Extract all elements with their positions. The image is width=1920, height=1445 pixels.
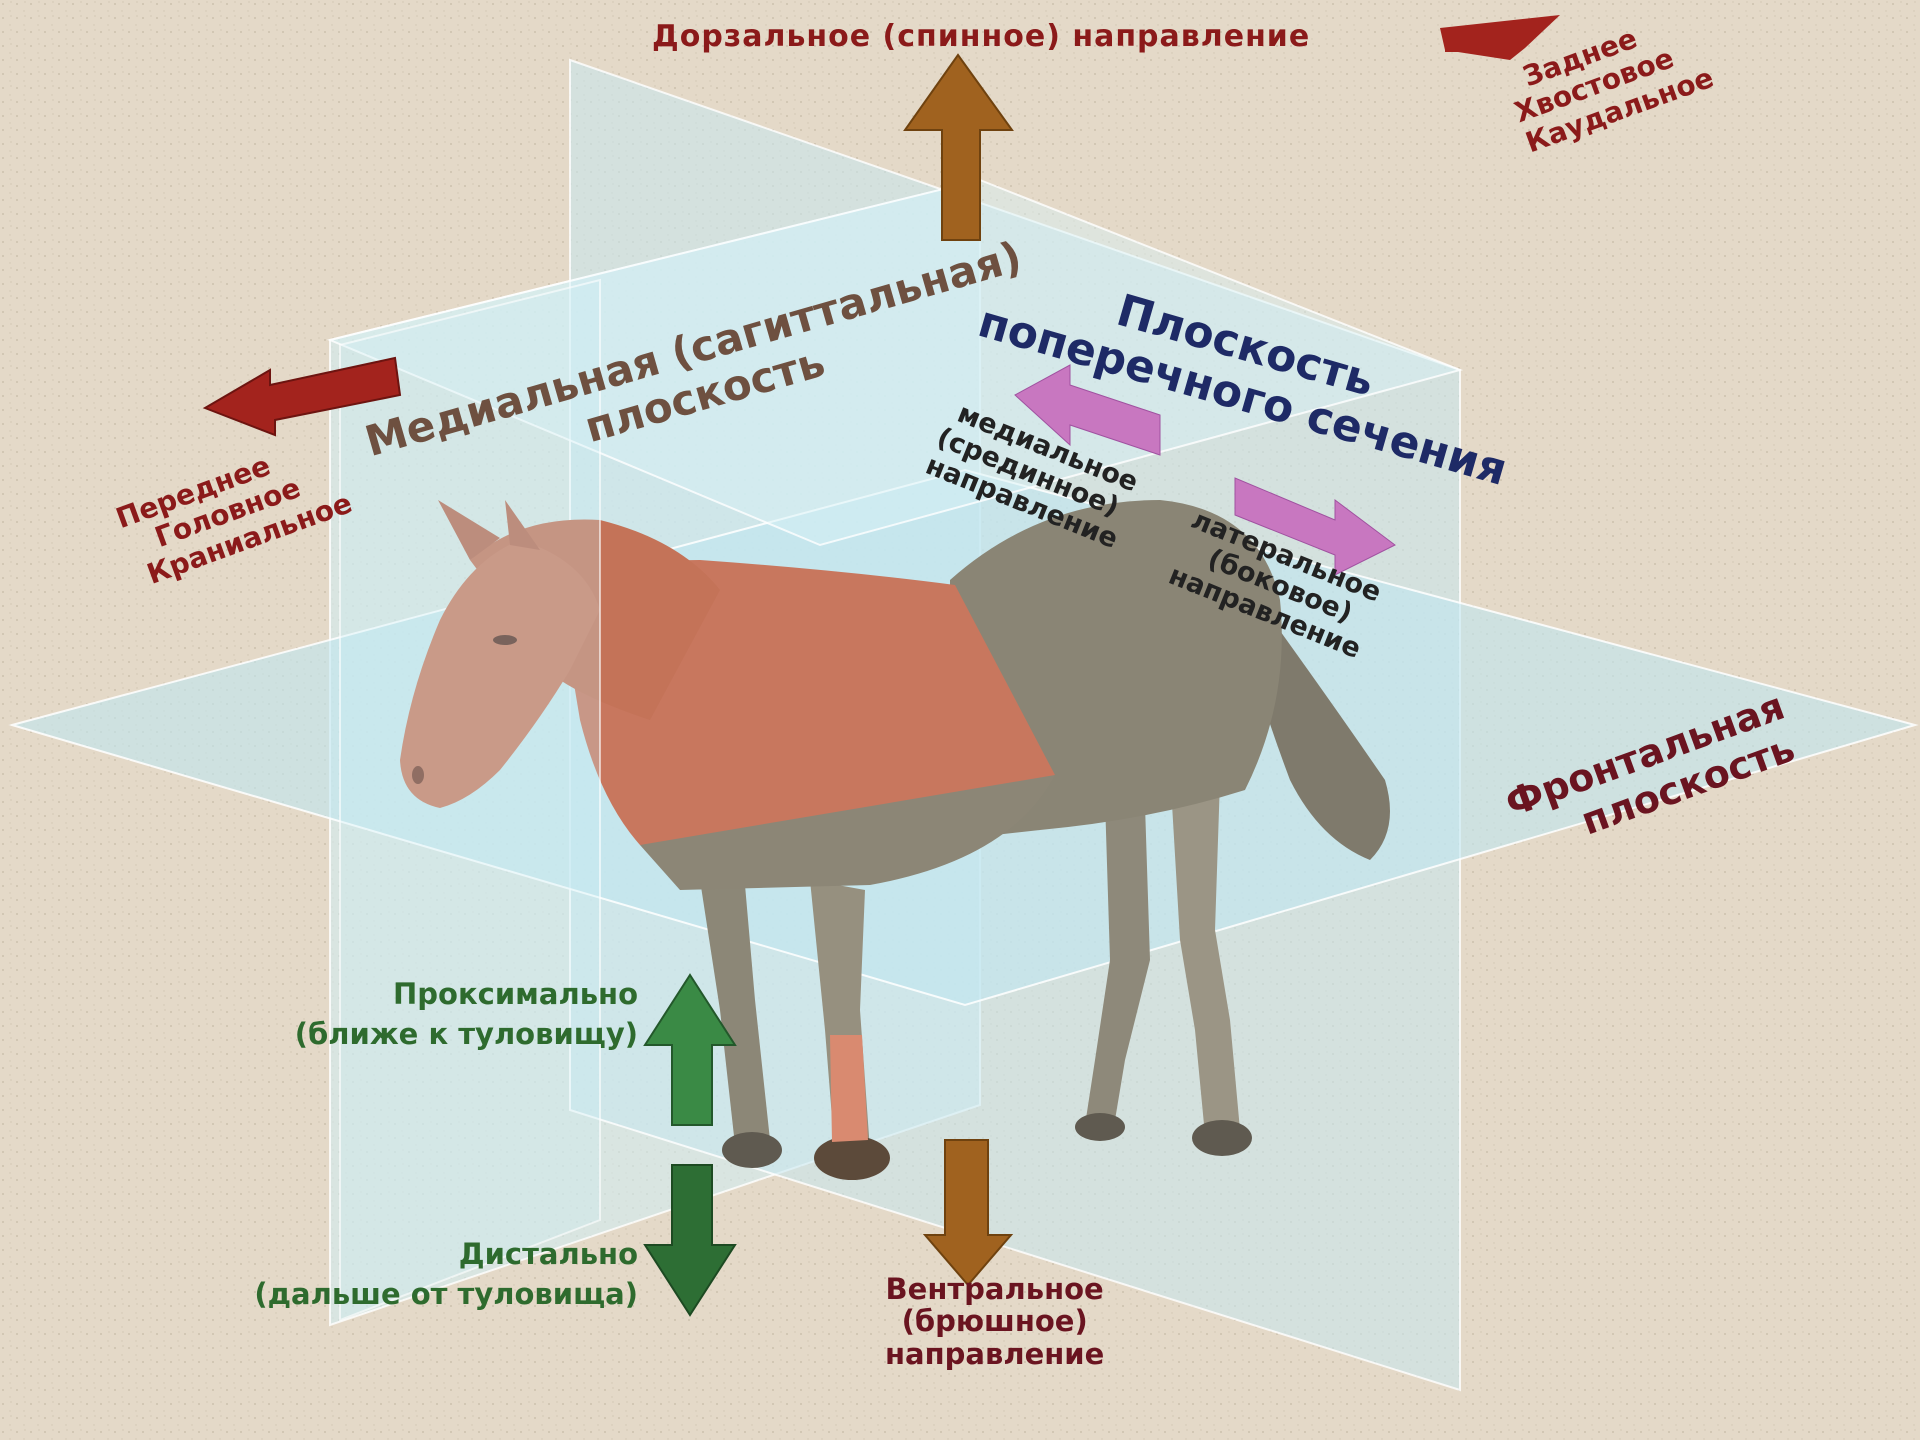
label-proximal-line-2: (ближе к туловищу) [295,1018,638,1050]
label-proximal-line-1: Проксимально [295,978,638,1010]
label-ventral: Вентральное (брюшное) направление [885,1273,1104,1370]
label-ventral-line-3: направление [885,1338,1104,1370]
label-proximal: Проксимально (ближе к туловищу) [295,978,638,1051]
label-ventral-line-2: (брюшное) [885,1305,1104,1337]
horse-hoof [1192,1120,1252,1156]
label-distal: Дистально (дальше от туловища) [254,1238,638,1311]
label-dorsal-text: Дорзальное (спинное) направление [652,20,1310,54]
horse-hoof [722,1132,782,1168]
horse-fore-leg-lower [830,1035,868,1142]
label-dorsal: Дорзальное (спинное) направление [652,20,1310,54]
label-ventral-line-1: Вентральное [885,1273,1104,1305]
horse-hoof [1075,1113,1125,1141]
label-distal-line-1: Дистально [254,1238,638,1270]
label-distal-line-2: (дальше от туловища) [254,1278,638,1310]
horse-hoof [814,1136,890,1180]
